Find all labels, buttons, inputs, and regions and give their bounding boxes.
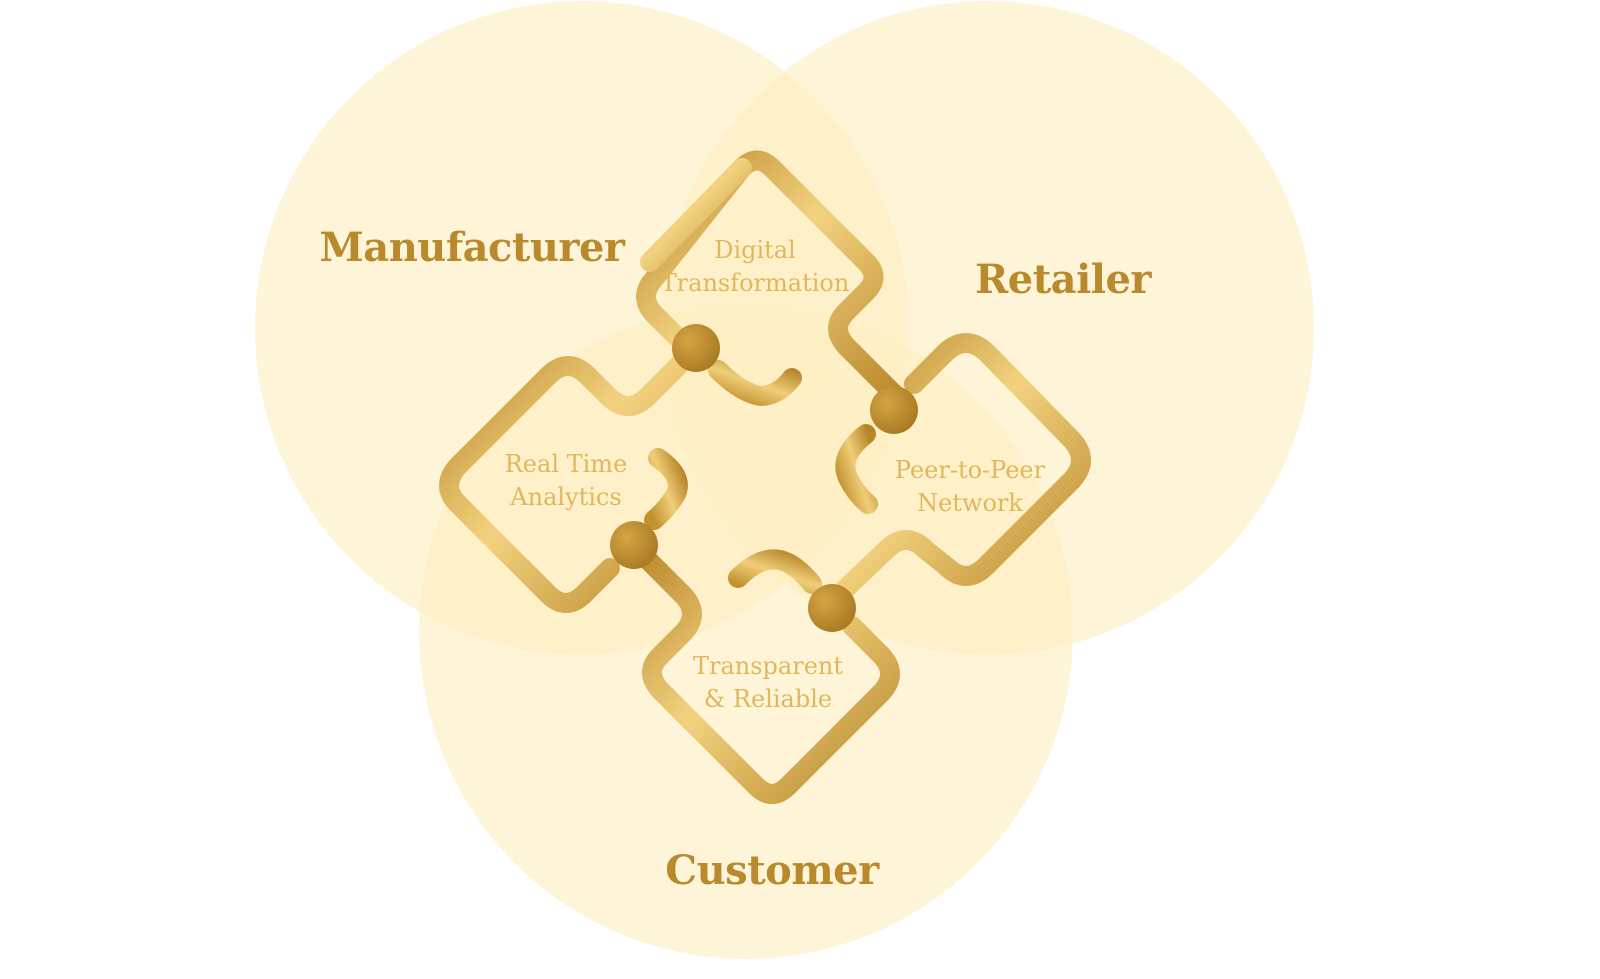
tile-p2p-frame <box>832 333 1091 602</box>
p2p-label-line1: Peer-to-Peer <box>895 456 1046 484</box>
transparent-label-line1: Transparent <box>693 652 843 680</box>
tile-p2p-tab <box>835 424 878 514</box>
connector-knobs <box>610 324 918 632</box>
tile-digital-frame <box>636 150 910 410</box>
p2p-label-line2: Network <box>917 489 1023 517</box>
puzzle-tiles <box>439 150 1091 804</box>
digital-label-line1: Digital <box>714 236 796 264</box>
analytics-label-line2: Analytics <box>509 483 621 511</box>
knob-bottom-left <box>610 521 658 569</box>
manufacturer-label: Manufacturer <box>320 224 626 271</box>
tile-transparent-tab <box>728 549 822 594</box>
customer-circle <box>419 305 1073 959</box>
tile-analytics-frame <box>439 338 706 613</box>
customer-label: Customer <box>665 847 880 894</box>
tile-analytics-tab <box>644 448 688 530</box>
tile-digital-transformation <box>636 150 910 410</box>
venn-circles <box>255 1 1314 959</box>
tile-real-time-analytics <box>439 338 706 613</box>
retailer-label: Retailer <box>975 256 1152 303</box>
tile-peer-to-peer <box>832 333 1091 602</box>
knob-top-left <box>672 324 720 372</box>
transparent-label-line2: & Reliable <box>704 685 832 713</box>
digital-label-line2: Transformation <box>661 269 850 297</box>
tile-digital-tab <box>708 360 802 406</box>
tile-labels: Digital Transformation Real Time Analyti… <box>505 236 1046 713</box>
knob-top-right <box>870 386 918 434</box>
tile-transparent-frame <box>626 538 900 804</box>
tile-digital-top <box>640 158 752 272</box>
knob-bottom-right <box>808 584 856 632</box>
analytics-label-line1: Real Time <box>505 450 628 478</box>
tile-transparent-reliable <box>626 538 900 804</box>
